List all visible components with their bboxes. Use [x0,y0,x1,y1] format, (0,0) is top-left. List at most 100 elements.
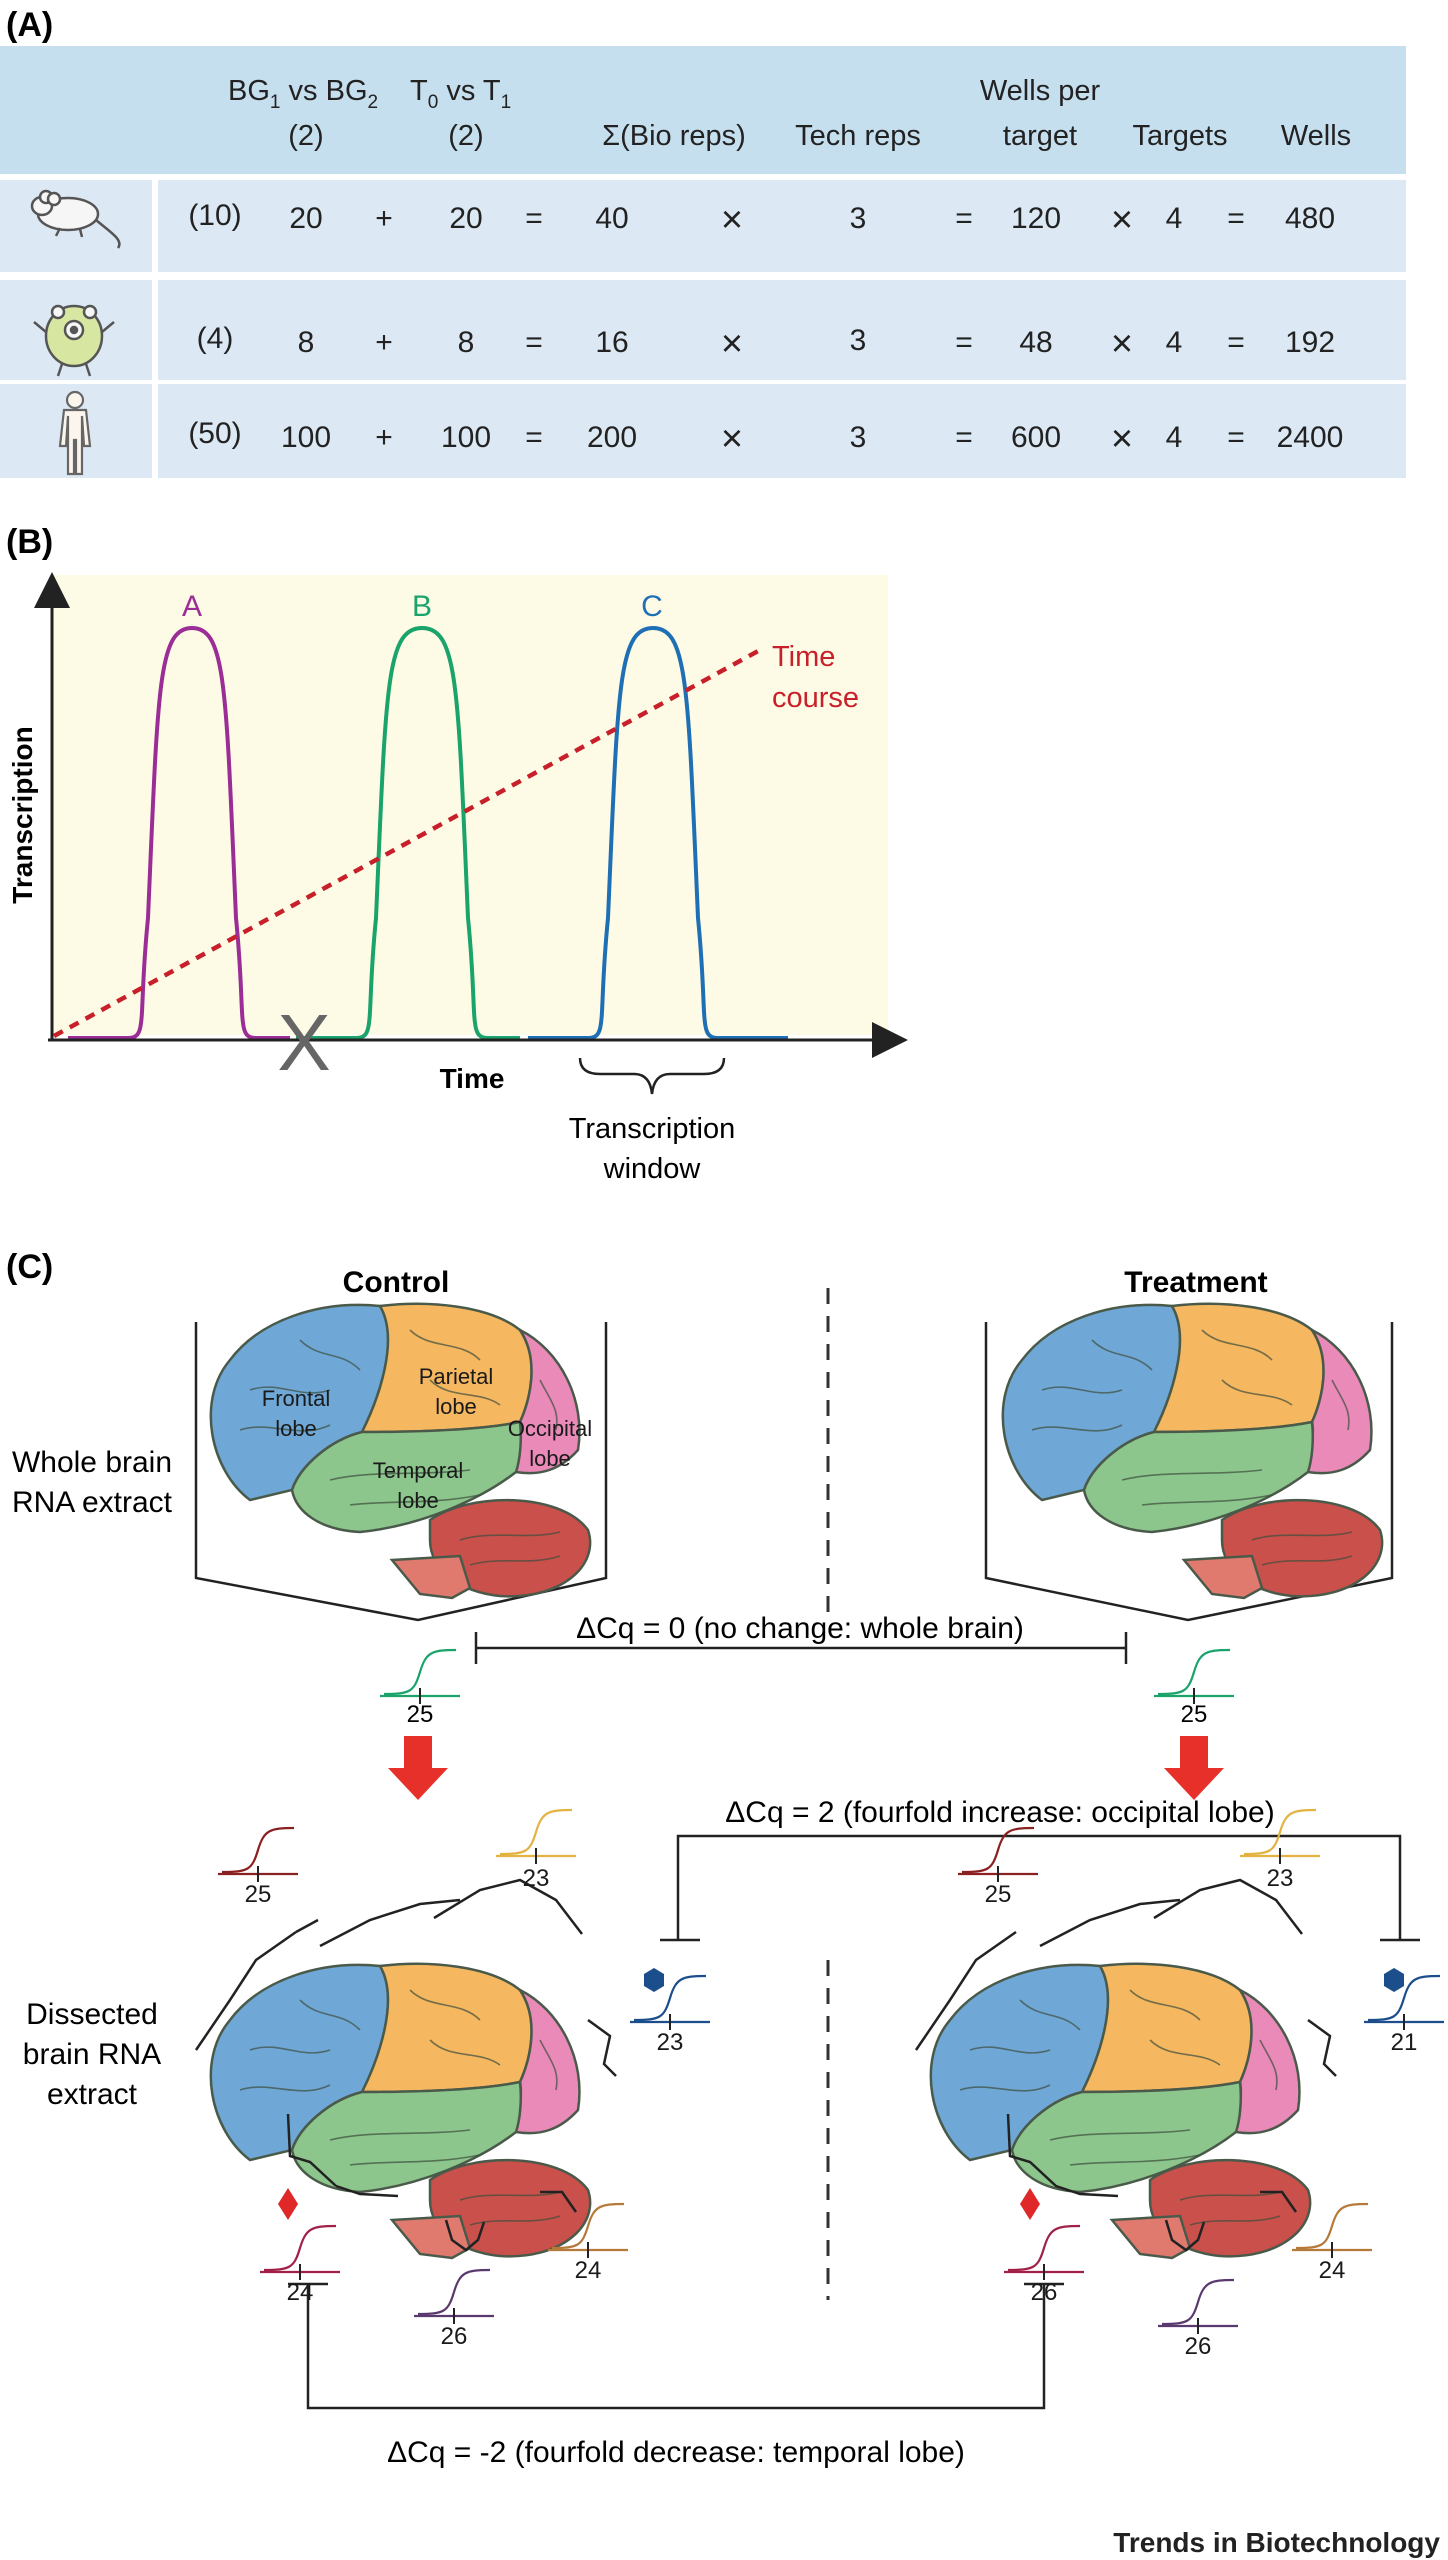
header-t: T0 vs T1 [410,75,511,113]
lobe-labels: Frontal lobe Parietal lobe Occipital lob… [262,1364,592,1513]
table-headers: BG1 vs BG2 (2) T0 vs T1 (2) Σ(Bio reps) … [228,75,1351,152]
frontal-lobe-label-1: Frontal [262,1386,330,1411]
control-occipital-cq: 23 [657,2029,684,2056]
brain-fold [1261,1555,1353,1566]
control-cerebellum-cq: 26 [441,2323,468,2350]
control-whole-cq: 25 [407,1701,434,1728]
cell-tech: 3 [850,324,867,357]
cell-eq1: = [525,326,543,359]
header-bg: BG1 vs BG2 [228,75,378,113]
x-axis-label: Time [440,1063,505,1094]
treatment-temporal-cq: 26 [1031,2279,1058,2306]
brain-fold [1031,1424,1123,1432]
control-cq-labels: 25 23 23 24 26 24 [245,1865,684,2350]
brain-fold [1331,1379,1350,1431]
cell-bg: 100 [281,421,331,454]
brain-fold [429,1379,501,1406]
row-band-3 [158,384,1406,478]
brain-fold [1221,1379,1293,1406]
brain-fold [1201,1329,1273,1361]
control-temporal-cq: 24 [287,2279,314,2306]
cell-eq1: = [525,202,543,235]
control-title: Control [343,1266,450,1299]
cell-t: 20 [449,202,482,235]
brain-fold [299,1339,361,1371]
dissected-label-1: Dissected [26,1998,158,2031]
treatment-cerebellum-cq: 26 [1185,2333,1212,2360]
treatment-funnel [984,1322,1394,1622]
brainstem [389,1554,472,1600]
timecourse-label-1: Time [772,641,835,673]
brain-fold [459,2191,561,2201]
header-bg-count: (2) [288,120,323,152]
cell-icon [33,304,115,377]
occipital-lobe-label-1: Occipital [508,1416,592,1441]
brain-fold [239,2084,331,2092]
brain-fold [1129,1989,1201,2021]
timecourse-label-2: course [772,682,859,714]
treatment-parietal-cq-curve [1243,1808,1317,1856]
temporal-lobe [1082,1420,1315,1534]
timecourse-line [52,648,762,1038]
brain-fold [1251,1531,1353,1541]
cell-eq2: = [955,326,973,359]
brain-fold [429,2039,501,2066]
control-frontal-cq-curve [221,1826,295,1874]
dcq-occipital-label: ΔCq = 2 (fourfold increase: occipital lo… [725,1796,1274,1829]
cell-targets: 4 [1166,202,1183,235]
peak-curve-c [528,625,788,1040]
control-occipital-cq-curve [633,1974,707,2022]
treatment-brainstem-cq: 24 [1319,2257,1346,2284]
occipital-lobe [514,1986,581,2135]
treatment-occipital-cq: 21 [1391,2029,1418,2056]
mouse-icon [30,189,121,249]
brain-fold [249,2046,331,2054]
dcq-whole-label: ΔCq = 0 (no change: whole brain) [576,1612,1024,1645]
dcq-temporal-label: ΔCq = -2 (fourfold decrease: temporal lo… [387,2436,965,2469]
temporal-lobe [290,1420,523,1534]
cell-times2: × [1111,418,1133,460]
parietal-lobe [359,1962,533,2094]
cell-bg: 20 [289,202,322,235]
cell-bio: 40 [595,202,628,235]
treatment-frontal-cq-curve [961,1826,1035,1874]
brain-fold [1049,2129,1191,2141]
brain-fold [539,1379,558,1431]
treatment-occipital-cq-curve [1367,1974,1441,2022]
treatment-whole-cq-curve [1157,1648,1231,1696]
peak-curve-b [296,625,520,1040]
control-frontal-cq: 25 [245,1881,272,1908]
control-cerebellum-cq-curve [417,2268,491,2316]
header-targets: Targets [1132,120,1227,152]
brain-fold [1259,2039,1278,2091]
cell-t: 100 [441,421,491,454]
panel-label-a: (A) [6,6,53,44]
header-wells-per-target-2: target [1003,120,1077,152]
brain-fold [1041,1386,1123,1394]
cell-wells: 2400 [1277,421,1344,454]
cell-plus: + [375,421,393,454]
treatment-frontal-cq: 25 [985,1881,1012,1908]
treatment-temporal-cq-curve [1007,2224,1081,2272]
brain-fold [1189,2215,1281,2226]
brainstem [1109,2214,1192,2260]
occipital-lobe [1306,1326,1373,1475]
table-header-band [0,46,1406,174]
cell-n: (10) [188,199,241,232]
header-tech-reps: Tech reps [795,120,921,152]
control-temporal-cq-curve [263,2224,337,2272]
table-body: (10) 20 + 20 = 40 × 3 = 120 × 4 = 480 (4… [188,199,1343,460]
cell-eq3: = [1227,326,1245,359]
temporal-lobe-label-1: Temporal [373,1458,463,1483]
x-mark-icon: X [277,998,330,1087]
cell-times2: × [1111,323,1133,365]
brain-fold [1091,1339,1153,1371]
cell-wells: 480 [1285,202,1335,235]
cell-plus: + [375,326,393,359]
cell-targets: 4 [1166,326,1183,359]
dissected-label-3: extract [47,2078,138,2111]
temporal-lobe [1010,2080,1243,2194]
brain-fold [469,2215,561,2226]
brain-fold [249,1386,331,1394]
